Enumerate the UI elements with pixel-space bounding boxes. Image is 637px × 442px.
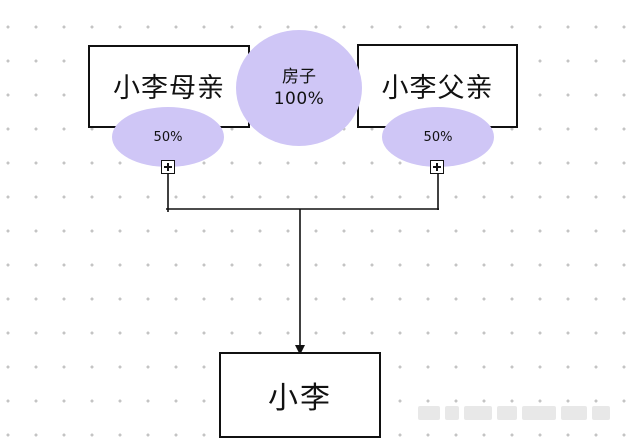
watermark-logo bbox=[418, 402, 618, 424]
mother-share-label: 50% bbox=[153, 129, 183, 145]
house-ellipse[interactable]: 房子 100% bbox=[236, 30, 362, 146]
father-share-label: 50% bbox=[423, 129, 453, 145]
expand-plus-icon[interactable] bbox=[161, 160, 175, 174]
house-percent: 100% bbox=[273, 89, 325, 109]
house-label: 房子 bbox=[282, 67, 316, 87]
mother-share-ellipse[interactable]: 50% bbox=[112, 107, 224, 167]
child-label: 小李 bbox=[268, 381, 332, 416]
father-label: 小李父亲 bbox=[381, 72, 494, 104]
child-node[interactable]: 小李 bbox=[219, 352, 381, 438]
mother-label: 小李母亲 bbox=[113, 73, 225, 104]
expand-plus-icon[interactable] bbox=[430, 160, 444, 174]
father-share-ellipse[interactable]: 50% bbox=[382, 107, 494, 167]
